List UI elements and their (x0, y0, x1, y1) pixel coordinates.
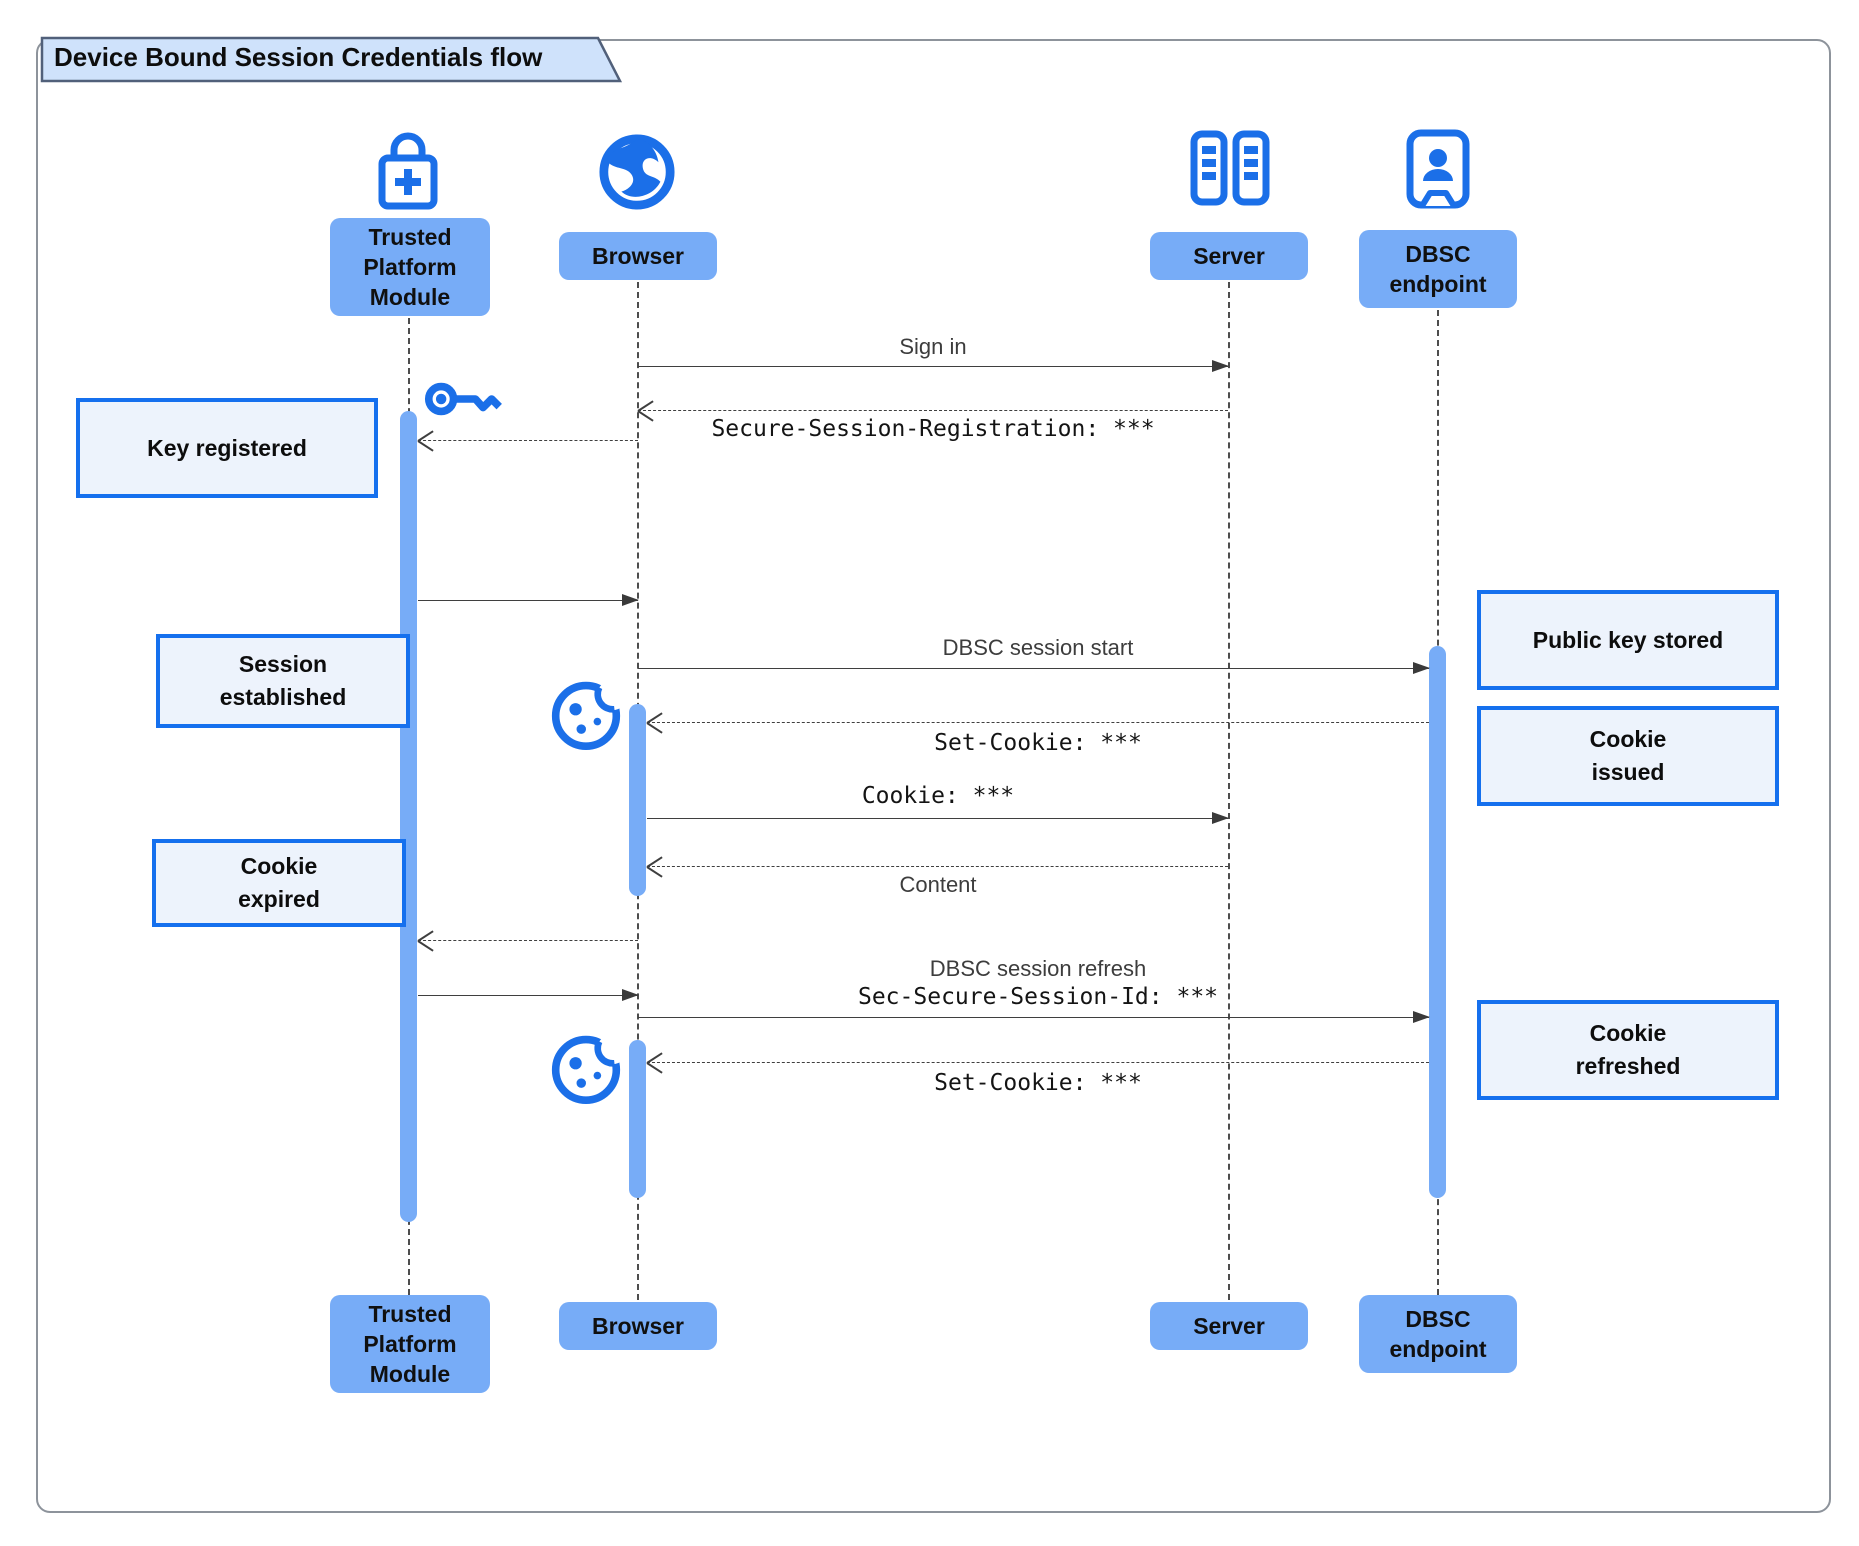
globe-icon (598, 133, 676, 211)
id-badge-icon (1405, 128, 1471, 210)
message-label-dbsc-session-refresh: DBSC session refresh (929, 956, 1147, 981)
arrow-tpm-to-browser-refresh (418, 988, 639, 1001)
arrow-secure-session-registration (638, 410, 1228, 411)
message-label-content: Content (899, 872, 977, 897)
arrow-browser-to-tpm-register (418, 440, 638, 441)
arrow-tpm-to-browser-key (418, 593, 639, 606)
arrow-sign-in (638, 359, 1229, 372)
message-label-set-cookie-2: Set-Cookie: *** (934, 1070, 1142, 1096)
note-cookie-refreshed: Cookie refreshed (1477, 1000, 1779, 1100)
message-label-dbsc-session-start: DBSC session start (942, 635, 1134, 660)
message-label-sign-in: Sign in (899, 334, 967, 359)
message-label-sec-secure-session-id: Sec-Secure-Session-Id: *** (857, 984, 1219, 1010)
cookie-icon (550, 678, 622, 750)
arrow-content (647, 866, 1228, 867)
arrow-set-cookie-1 (647, 722, 1429, 723)
arrow-set-cookie-2 (647, 1062, 1429, 1063)
participant-top-browser: Browser (559, 232, 717, 280)
diagram-frame (36, 39, 1831, 1513)
activation-browser-1 (629, 704, 646, 896)
note-session-established: Session established (156, 634, 410, 728)
title-tab-shape (40, 36, 623, 83)
activation-tpm (400, 411, 417, 1222)
arrow-browser-to-tpm-refresh (418, 940, 638, 941)
arrow-dbsc-session-refresh (638, 1010, 1430, 1023)
activation-browser-2 (629, 1040, 646, 1198)
arrow-dbsc-session-start (638, 661, 1430, 674)
message-label-set-cookie-1: Set-Cookie: *** (934, 730, 1142, 756)
participant-bottom-dbsc: DBSC endpoint (1359, 1295, 1517, 1373)
diagram-title-tab (40, 36, 624, 84)
note-cookie-issued: Cookie issued (1477, 706, 1779, 806)
message-label-cookie: Cookie: *** (861, 783, 1015, 809)
note-cookie-expired: Cookie expired (152, 839, 406, 927)
participant-top-tpm: Trusted Platform Module (330, 218, 490, 316)
arrow-cookie (647, 811, 1229, 824)
cookie-icon (550, 1032, 622, 1104)
participant-bottom-server: Server (1150, 1302, 1308, 1350)
page-title: Device Bound Session Credentials flow (54, 42, 543, 72)
lifeline-server (1228, 282, 1230, 1300)
lock-plus-icon (374, 126, 442, 214)
activation-dbsc (1429, 646, 1446, 1198)
message-label-secure-session-registration: Secure-Session-Registration: *** (711, 416, 1155, 442)
note-key-registered: Key registered (76, 398, 378, 498)
key-icon (424, 372, 504, 426)
participant-bottom-browser: Browser (559, 1302, 717, 1350)
participant-top-server: Server (1150, 232, 1308, 280)
note-public-key-stored: Public key stored (1477, 590, 1779, 690)
participant-bottom-tpm: Trusted Platform Module (330, 1295, 490, 1393)
server-icon (1188, 130, 1272, 206)
participant-top-dbsc: DBSC endpoint (1359, 230, 1517, 308)
